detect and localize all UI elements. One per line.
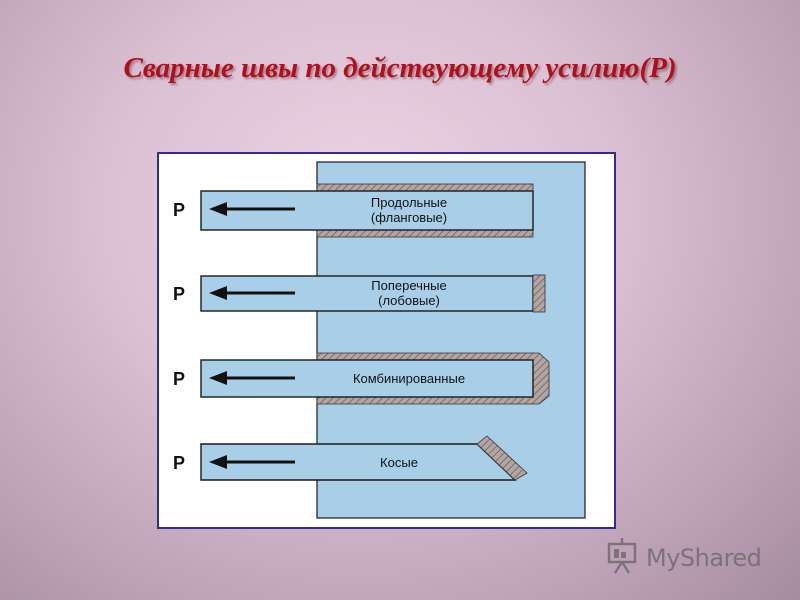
weld-label-line1: Продольные	[371, 195, 447, 210]
weld-diagram: P Продольные (фланговые) P Поперечные (л…	[157, 152, 616, 529]
arrow-head	[209, 286, 227, 300]
row-transverse: P Поперечные (лобовые)	[173, 274, 546, 313]
weld-label-line2: (лобовые)	[378, 293, 440, 308]
presentation-screen-icon	[606, 537, 640, 579]
slide-title: Сварные швы по действующему усилию(Р)	[123, 52, 677, 84]
weld-label-line1: Косые	[380, 455, 418, 470]
weld-label-line1: Комбинированные	[353, 371, 465, 386]
force-label: P	[173, 453, 185, 473]
arrow-head	[209, 455, 227, 469]
force-label: P	[173, 369, 185, 389]
arrow-head	[209, 202, 227, 216]
weld-bottom	[316, 229, 534, 238]
weld-top	[316, 183, 534, 192]
force-label: P	[173, 284, 185, 304]
watermark-text: MyShared	[646, 544, 762, 572]
weld-label-line2: (фланговые)	[371, 210, 447, 225]
weld-oblique	[476, 435, 528, 481]
row-combined: P Комбинированные	[173, 352, 550, 405]
weld-label-line1: Поперечные	[371, 278, 446, 293]
arrow-head	[209, 371, 227, 385]
row-oblique: P Косые	[173, 435, 528, 481]
force-label: P	[173, 200, 185, 220]
weld-end	[532, 274, 546, 313]
watermark: MyShared	[606, 536, 776, 580]
row-longitudinal: P Продольные (фланговые)	[173, 183, 534, 238]
